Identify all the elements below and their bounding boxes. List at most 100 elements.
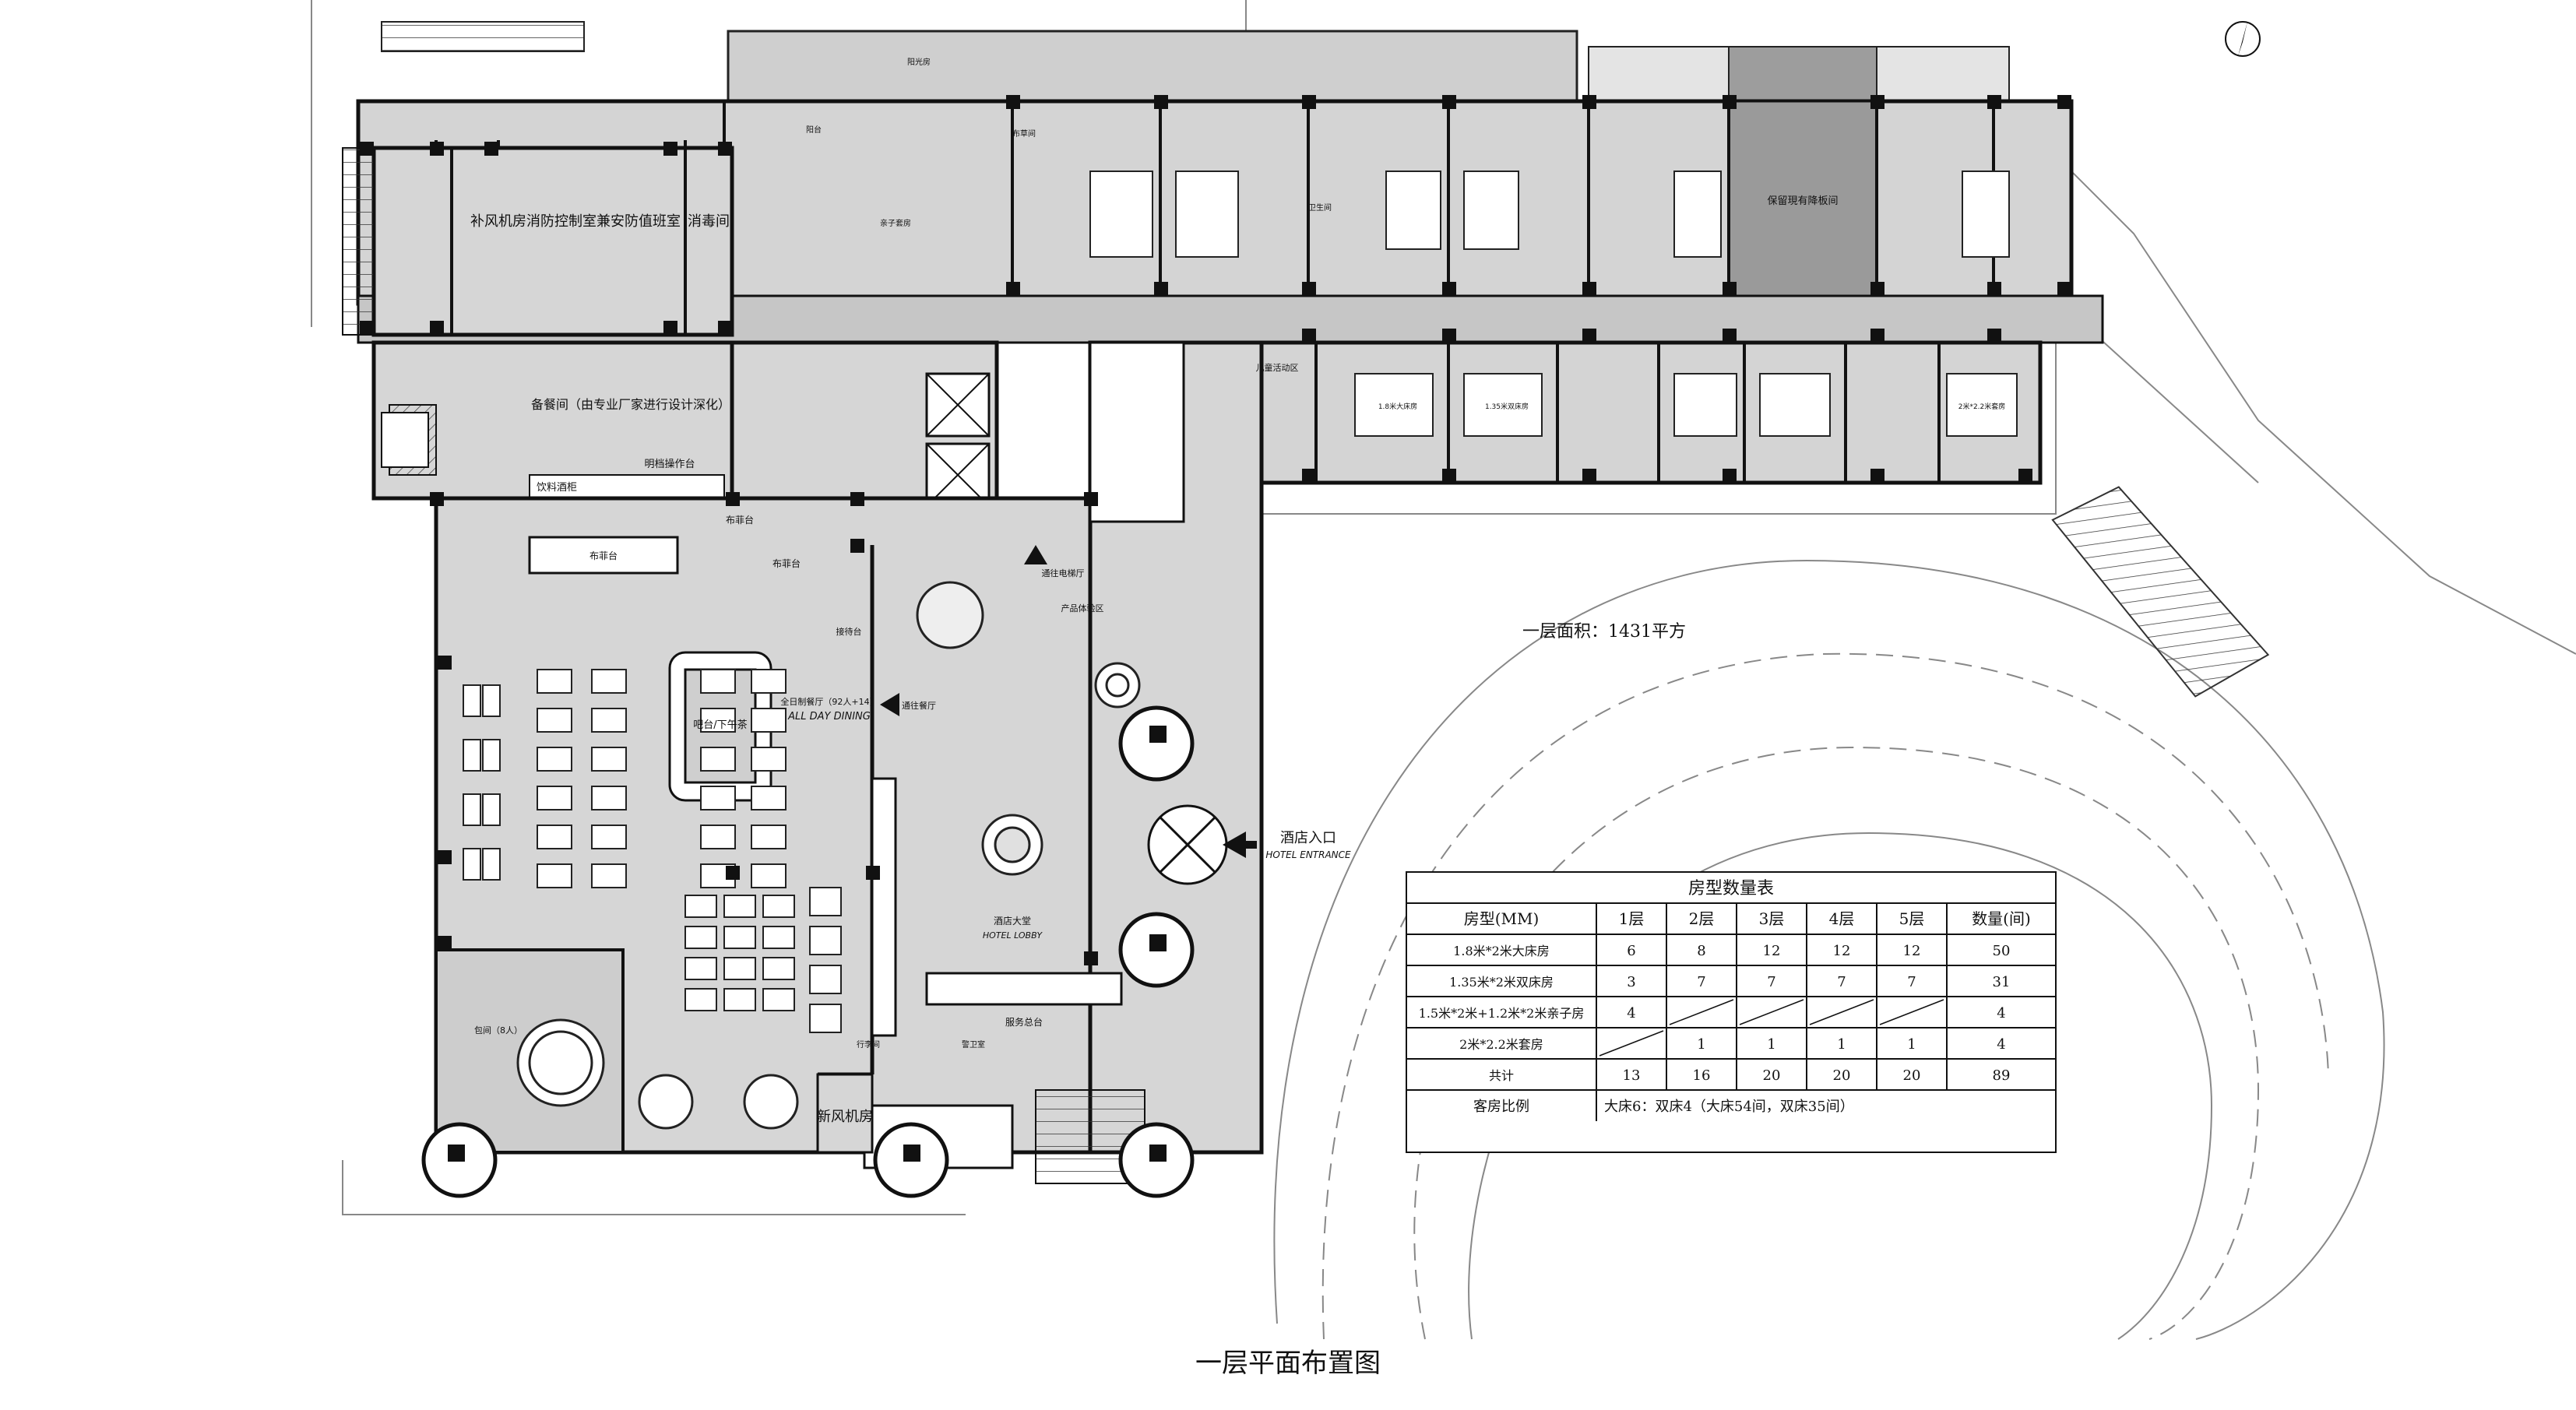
table-cell: 7 (1907, 974, 1916, 990)
label-elevator-hall: 通往电梯厅 (1042, 568, 1085, 578)
column (1084, 951, 1098, 965)
table-cell: 50 (1993, 943, 2011, 959)
dining-table (537, 669, 572, 694)
dining-table (700, 825, 736, 849)
column (430, 492, 444, 506)
column (360, 142, 374, 156)
dining-table (723, 926, 756, 949)
dining-arrow-icon (880, 693, 899, 716)
column (1006, 282, 1020, 296)
dining-table (537, 786, 572, 810)
column (1870, 95, 1884, 109)
dining-table (751, 708, 787, 733)
column (430, 321, 444, 335)
column (1870, 282, 1884, 296)
label-buffet-2: 布菲台 (726, 514, 754, 526)
banquette-table (482, 739, 501, 772)
column (1442, 282, 1456, 296)
dining-table (700, 669, 736, 694)
dining-table (751, 747, 787, 772)
dining-table (684, 988, 717, 1011)
table-header-cell: 3层 (1759, 909, 1785, 928)
column (850, 539, 864, 553)
label-twin-room: 1.35米双床房 (1485, 402, 1529, 411)
column (726, 492, 740, 506)
table-cell: 4 (1997, 1036, 2005, 1053)
dining-table (700, 786, 736, 810)
drawing-title: 一层平面布置图 (1195, 1348, 1381, 1379)
dining-table (591, 669, 627, 694)
label-buffet-3: 布菲台 (772, 557, 801, 569)
table-cell: 20 (1833, 1067, 1851, 1084)
column (438, 656, 452, 670)
dining-table (762, 926, 795, 949)
dining-table (700, 708, 736, 733)
column (1723, 95, 1737, 109)
dining-table (723, 957, 756, 980)
dining-table (762, 988, 795, 1011)
label-all-day-dining: 全日制餐厅（92人+14） (780, 696, 878, 707)
table-cell: 共计 (1489, 1068, 1514, 1083)
column (2057, 95, 2071, 109)
label-private-room: 包间（8人） (474, 1025, 523, 1036)
table-cell: 1 (1837, 1036, 1846, 1053)
column (1442, 469, 1456, 483)
dining-table (684, 895, 717, 918)
label-reception-desk: 接待台 (836, 626, 862, 637)
dining-table (751, 669, 787, 694)
label-disinfection-room: 消毒间 (688, 213, 730, 230)
column (850, 492, 864, 506)
table-cell: 31 (1993, 974, 2011, 990)
table-cell: 16 (1693, 1067, 1711, 1084)
column (484, 142, 498, 156)
column (1987, 95, 2001, 109)
label-linen: 布草间 (1012, 128, 1036, 139)
column (718, 321, 732, 335)
label-lobby: 酒店大堂 (994, 916, 1031, 927)
table-header-cell: 数量(间) (1972, 909, 2031, 928)
label-all-day-dining-en: ALL DAY DINING (787, 711, 871, 723)
table-cell: 7 (1697, 974, 1705, 990)
booth-table (809, 1004, 842, 1033)
entrance-arrow-icon (1223, 832, 1257, 858)
column (1987, 329, 2001, 343)
label-open-kitchen: 明档操作台 (644, 458, 695, 470)
column (438, 936, 452, 950)
table-cell: 3 (1627, 974, 1635, 990)
label-luggage: 行李间 (857, 1039, 880, 1050)
column (1302, 95, 1316, 109)
dining-table (762, 895, 795, 918)
booth-table (809, 965, 842, 994)
table-title: 房型数量表 (1688, 879, 1774, 898)
table-header-cell: 2层 (1689, 909, 1715, 928)
ratio-label: 客房比例 (1473, 1099, 1529, 1115)
label-bathroom: 卫生间 (1308, 202, 1332, 213)
banquette-table (463, 848, 481, 881)
site-boundary (311, 0, 2576, 1215)
label-experience: 产品体验区 (1061, 603, 1104, 614)
label-sunroom: 阳光房 (907, 57, 931, 67)
column (1723, 469, 1737, 483)
table-cell: 20 (1763, 1067, 1781, 1084)
table-cell: 1 (1697, 1036, 1705, 1053)
booth-table (809, 926, 842, 955)
label-new-air-room: 新风机房 (817, 1109, 873, 1125)
dining-table (591, 825, 627, 849)
east-wing (1198, 340, 2043, 485)
column (1442, 329, 1456, 343)
column (1154, 95, 1168, 109)
dining-table (591, 786, 627, 810)
label-service-desk: 服务总台 (1005, 1016, 1043, 1028)
table-cell: 1 (1907, 1036, 1916, 1053)
table-cell: 7 (1837, 974, 1846, 990)
label-dining-arrow: 通往餐厅 (902, 700, 936, 711)
label-reserved-room: 保留現有降板间 (1767, 195, 1838, 207)
label-fire-control-room: 消防控制室兼安防值班室 (526, 213, 681, 230)
entrance-label-en: HOTEL ENTRANCE (1265, 849, 1351, 860)
column (663, 321, 677, 335)
table-cell: 20 (1903, 1067, 1921, 1084)
table-header-cell: 4层 (1829, 909, 1855, 928)
label-family-room: 亲子套房 (880, 218, 911, 228)
column (726, 866, 740, 880)
